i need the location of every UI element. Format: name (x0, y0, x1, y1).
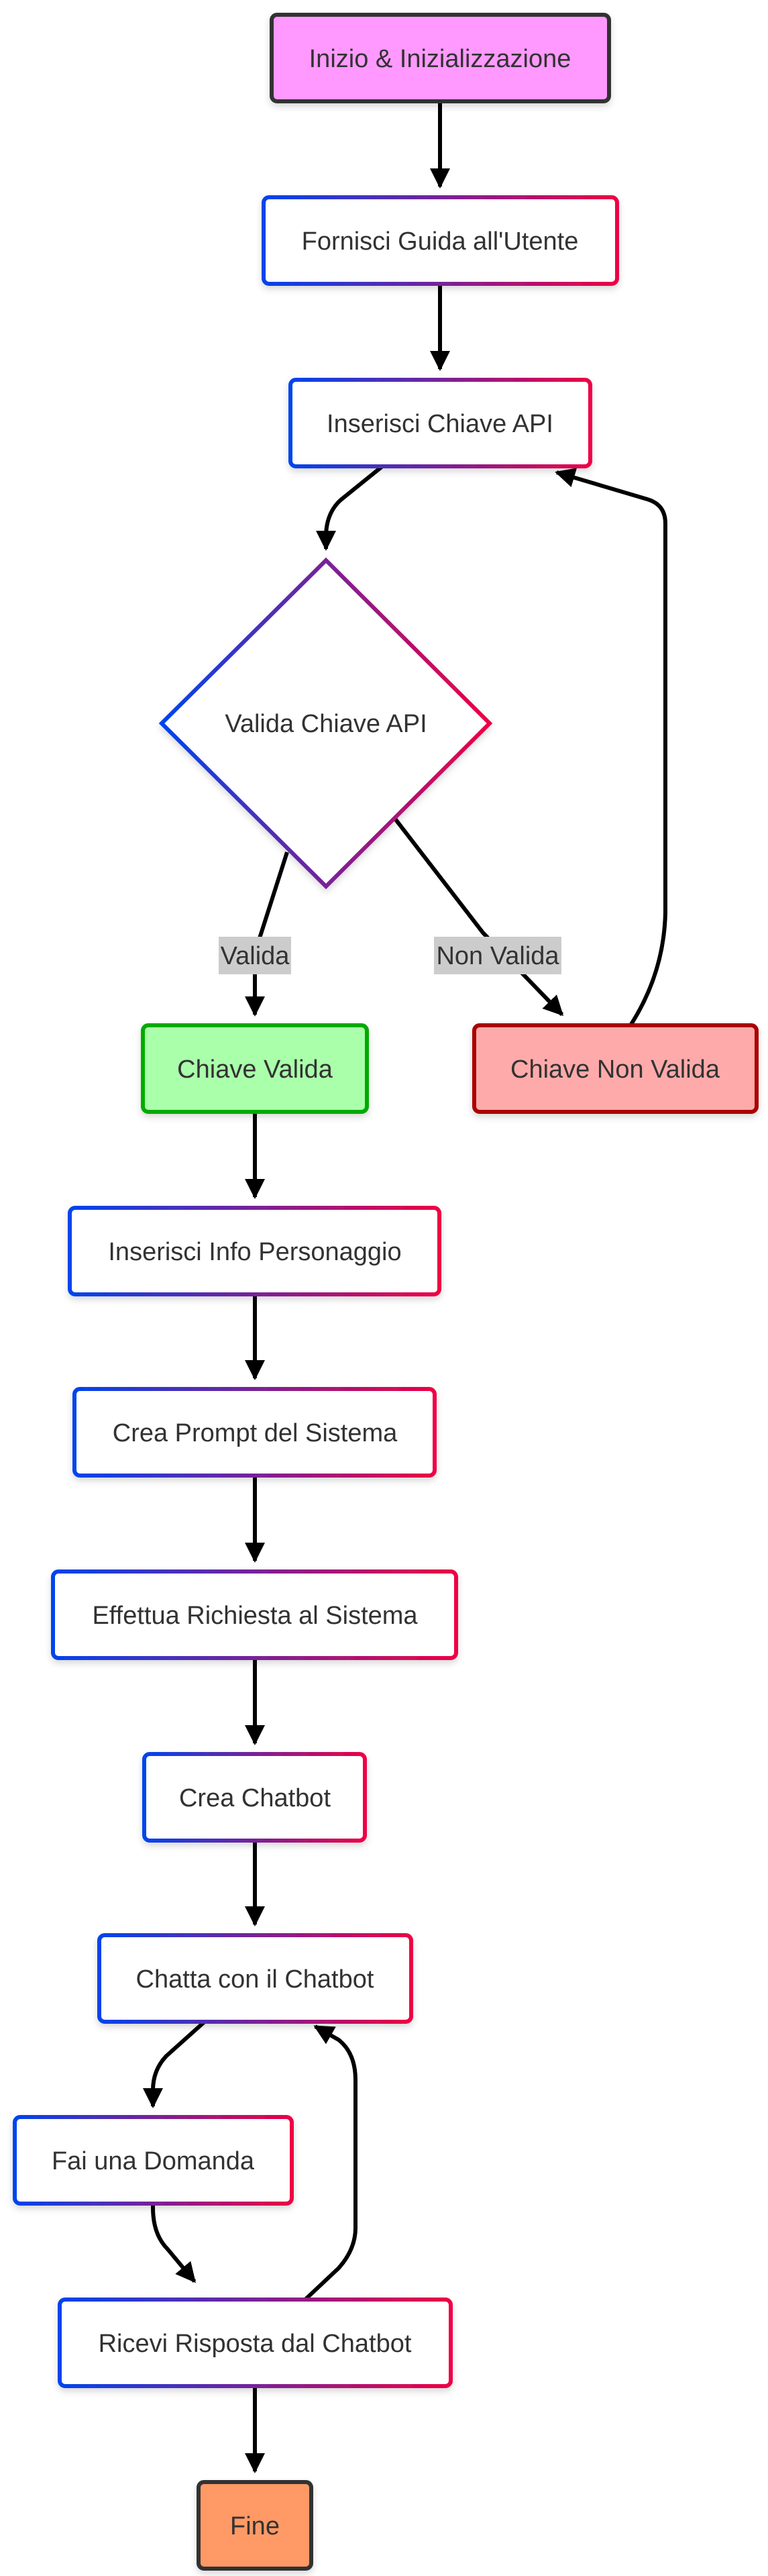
node-apikey-box (288, 378, 592, 468)
node-prompt-label: Crea Prompt del Sistema (113, 1419, 398, 1447)
node-valid-label: Chiave Valida (177, 1055, 333, 1084)
node-end-label: Fine (230, 2512, 280, 2540)
node-valid-box (141, 1023, 369, 1114)
edge-label-non-valida-text: Non Valida (436, 942, 559, 970)
edge-label-non-valida-bg (434, 937, 561, 974)
edge-label-valida-bg (219, 937, 291, 974)
node-receive-label: Ricevi Risposta dal Chatbot (99, 2330, 412, 2358)
node-receive-box (58, 2298, 453, 2388)
node-charinfo[interactable]: Inserisci Info Personaggio (68, 1206, 441, 1296)
node-ask-box (13, 2115, 294, 2206)
node-start-box (270, 13, 611, 103)
node-guide-box (262, 195, 619, 286)
node-receive[interactable]: Ricevi Risposta dal Chatbot (58, 2298, 453, 2388)
node-charinfo-label: Inserisci Info Personaggio (108, 1238, 401, 1266)
node-ask-label: Fai una Domanda (52, 2147, 255, 2175)
node-charinfo-box (68, 1206, 441, 1296)
node-apikey-label: Inserisci Chiave API (327, 410, 553, 438)
node-start-label: Inizio & Inizializzazione (309, 45, 571, 73)
node-invalid-box (472, 1023, 759, 1114)
node-guide[interactable]: Fornisci Guida all'Utente (262, 195, 619, 286)
edge-label-valida: Valida (219, 937, 291, 974)
node-end[interactable]: Fine (197, 2480, 313, 2571)
edge-validate-to-invalid (390, 814, 564, 1017)
node-prompt[interactable]: Crea Prompt del Sistema (72, 1387, 437, 1478)
node-request[interactable]: Effettua Richiesta al Sistema (51, 1569, 458, 1660)
edge-apikey-to-validate (316, 464, 384, 551)
node-chat-box (97, 1933, 413, 2024)
node-start[interactable]: Inizio & Inizializzazione (270, 13, 611, 103)
node-prompt-box (72, 1387, 437, 1478)
node-invalid[interactable]: Chiave Non Valida (472, 1023, 759, 1114)
edge-invalid-to-apikey (555, 468, 667, 1027)
edge-ask-to-receive (151, 2204, 197, 2283)
edge-receive-to-chat (303, 2024, 358, 2302)
node-chat-label: Chatta con il Chatbot (136, 1965, 374, 1994)
node-valid[interactable]: Chiave Valida (141, 1023, 369, 1114)
node-validate-diamond (158, 557, 493, 890)
node-validate[interactable]: Valida Chiave API (158, 557, 493, 890)
node-request-box (51, 1569, 458, 1660)
node-create-box (142, 1752, 367, 1843)
node-validate-label: Valida Chiave API (225, 710, 427, 738)
edge-validate-to-valid (245, 852, 289, 1017)
edges (143, 101, 667, 2473)
node-ask[interactable]: Fai una Domanda (13, 2115, 294, 2206)
node-create[interactable]: Crea Chatbot (142, 1752, 367, 1843)
node-apikey[interactable]: Inserisci Chiave API (288, 378, 592, 468)
node-create-label: Crea Chatbot (179, 1784, 331, 1812)
edge-chat-to-ask (143, 2020, 207, 2108)
edge-label-valida-text: Valida (221, 942, 290, 970)
node-guide-label: Fornisci Guida all'Utente (302, 227, 579, 256)
node-end-box (197, 2480, 313, 2571)
node-chat[interactable]: Chatta con il Chatbot (97, 1933, 413, 2024)
node-invalid-label: Chiave Non Valida (510, 1055, 720, 1084)
edge-label-non-valida: Non Valida (434, 937, 561, 974)
node-request-label: Effettua Richiesta al Sistema (92, 1602, 418, 1630)
